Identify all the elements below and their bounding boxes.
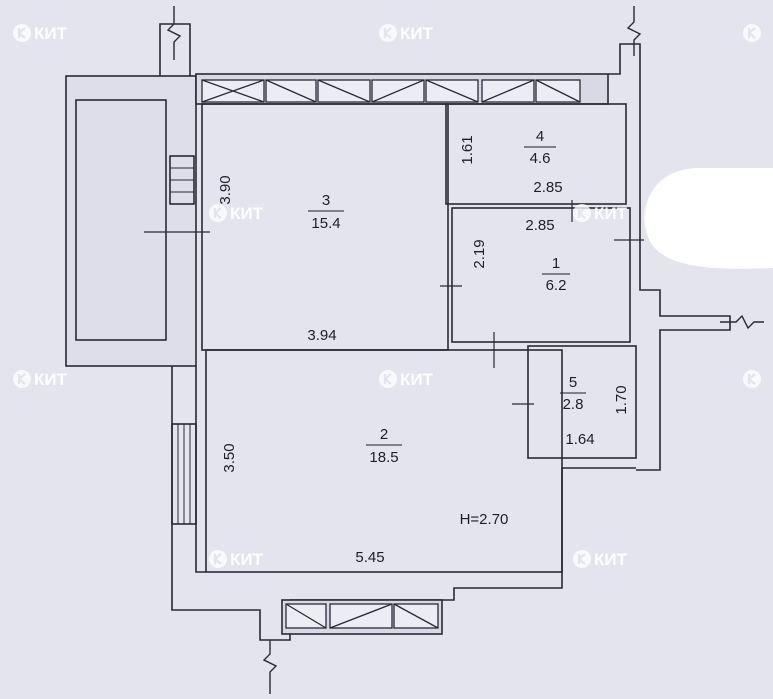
dim-room4-width: 2.85	[533, 179, 562, 196]
room-4-number: 4	[536, 128, 544, 145]
watermark-text: КИТ	[34, 24, 68, 43]
dim-room2-width: 5.45	[355, 549, 384, 566]
room-2-area: 18.5	[369, 449, 398, 466]
room-1-area: 6.2	[546, 277, 567, 294]
watermark-text: КИТ	[594, 204, 628, 223]
room-4-area: 4.6	[530, 150, 551, 167]
dim-room4-height: 1.61	[459, 135, 476, 164]
ceiling-height: H=2.70	[460, 511, 509, 528]
door-ticks	[144, 200, 644, 405]
break-marks	[166, 6, 764, 694]
dim-room3-width: 3.94	[307, 327, 336, 344]
watermarks: КИТ КИТ КИТ КИТ КИТ КИТ КИТ КИТ	[11, 22, 763, 570]
watermark-text: КИТ	[230, 204, 264, 223]
stair-lines	[170, 167, 194, 524]
dim-room5-width: 1.64	[565, 431, 594, 448]
dim-room2-height: 3.50	[221, 443, 238, 472]
watermark-text: КИТ	[400, 370, 434, 389]
bottom-windows	[285, 603, 439, 629]
watermark-text: КИТ	[594, 550, 628, 569]
room-2-number: 2	[380, 426, 388, 443]
dim-room3-height: 3.90	[217, 175, 234, 204]
dim-room1-width: 2.85	[525, 217, 554, 234]
watermark-text: КИТ	[34, 370, 68, 389]
walls	[65, 23, 731, 641]
watermark-text: КИТ	[230, 550, 264, 569]
top-windows	[201, 79, 581, 103]
watermark-text: КИТ	[400, 24, 434, 43]
room-5-number: 5	[569, 374, 577, 391]
room-5-area: 2.8	[563, 396, 584, 413]
dim-room5-height: 1.70	[613, 385, 630, 414]
dim-room1-height: 2.19	[471, 239, 488, 268]
left-loggia	[65, 75, 197, 367]
blurred-patch	[644, 168, 773, 269]
room-3-area: 15.4	[311, 215, 340, 232]
left-loggia-inner	[75, 99, 167, 341]
room-1-number: 1	[552, 255, 560, 272]
room-3-number: 3	[322, 192, 330, 209]
